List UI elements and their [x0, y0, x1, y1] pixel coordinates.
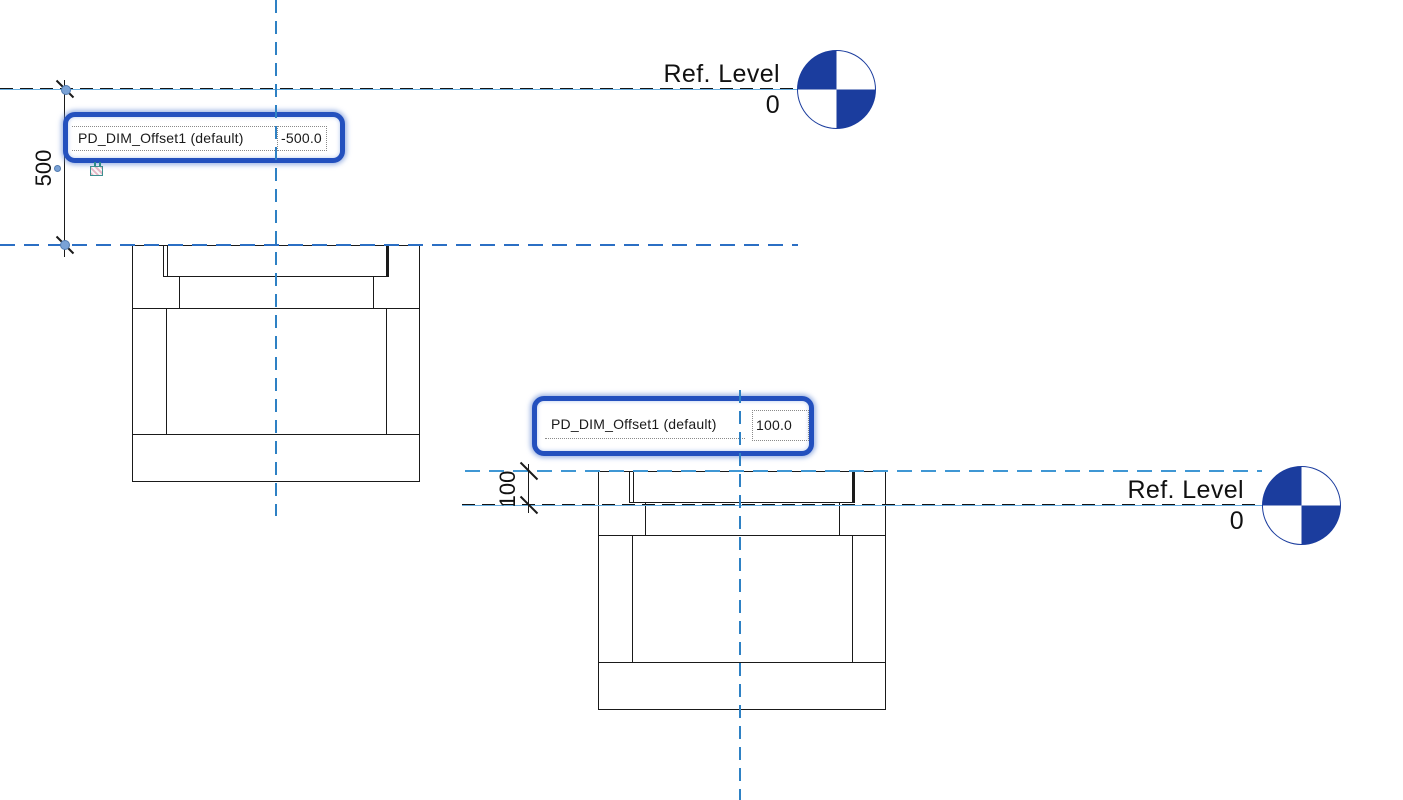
body-left-line: [632, 536, 633, 662]
body-left-line: [166, 309, 167, 435]
center-reference-plane-1[interactable]: [275, 0, 277, 516]
band-left-line: [645, 503, 646, 535]
text-drag-grip[interactable]: [54, 165, 61, 172]
band-right-line: [373, 277, 374, 309]
band-right-line: [839, 503, 840, 535]
parameter-label-box-1[interactable]: PD_DIM_Offset1 (default) -500.0: [63, 112, 345, 163]
parameter-label-box-2[interactable]: PD_DIM_Offset1 (default) 100.0: [532, 396, 814, 456]
center-reference-plane-2[interactable]: [739, 390, 741, 800]
icon-body: [90, 166, 103, 176]
icon-prong: [99, 162, 101, 167]
level-line-1[interactable]: [0, 88, 798, 90]
dimension-1-line[interactable]: [64, 80, 65, 257]
icon-prong: [94, 162, 96, 167]
dimension-2-line[interactable]: [528, 464, 529, 513]
recess-double-line: [633, 471, 634, 502]
reference-plane-2[interactable]: [465, 470, 1262, 472]
level-line-2[interactable]: [462, 504, 1262, 506]
band-left-line: [179, 277, 180, 309]
level-1-elevation[interactable]: 0: [765, 91, 780, 119]
dimension-2-text[interactable]: 100: [495, 470, 520, 508]
level-marker-icon[interactable]: [1262, 466, 1341, 545]
level-2-elevation[interactable]: 0: [1229, 507, 1244, 535]
parameter-value-field[interactable]: 100.0: [752, 410, 809, 441]
witness-grip[interactable]: [60, 240, 70, 250]
level-marker-icon[interactable]: [797, 50, 876, 129]
parameter-name-field: PD_DIM_Offset1 (default): [72, 126, 277, 151]
level-1-name[interactable]: Ref. Level: [663, 60, 780, 88]
parameter-name-field: PD_DIM_Offset1 (default): [545, 413, 745, 439]
band-bottom-line: [598, 535, 886, 536]
body-right-line: [386, 309, 387, 435]
dimension-label-icon[interactable]: [90, 162, 105, 177]
witness-grip[interactable]: [61, 85, 71, 95]
family-instance-2-geometry[interactable]: [598, 471, 886, 710]
body-right-line: [852, 536, 853, 662]
footing-outer-outline: [598, 471, 886, 710]
body-bottom-line: [598, 662, 886, 663]
level-2-name[interactable]: Ref. Level: [1127, 476, 1244, 504]
dimension-1-text[interactable]: 500: [31, 149, 56, 187]
recess-double-line: [167, 245, 168, 276]
reference-plane-1[interactable]: [0, 244, 798, 246]
footing-top-recess: [629, 471, 855, 503]
parameter-value-field[interactable]: -500.0: [277, 126, 327, 151]
